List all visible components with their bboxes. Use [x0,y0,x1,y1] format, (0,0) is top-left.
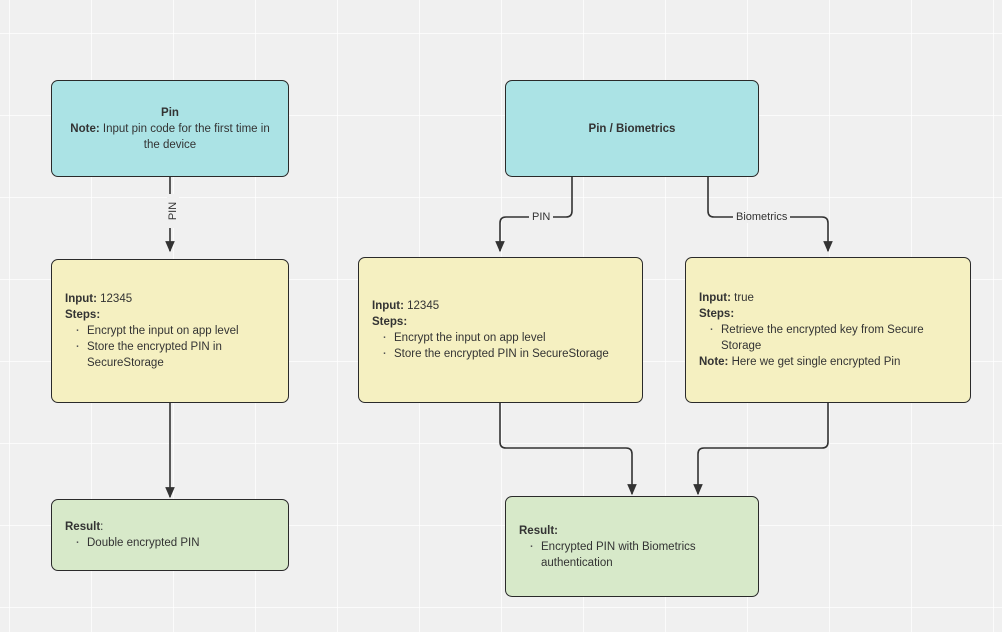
node-pin-start-title: Pin [161,106,179,119]
node-right-biometrics-process-steps: Retrieve the encrypted key from Secure S… [699,321,957,354]
node-pin-start-note-text: Input pin code for the first time in the… [102,122,270,151]
node-right-result[interactable]: Result: Encrypted PIN with Biometrics au… [505,496,759,597]
list-item: Encrypt the input on app level [75,322,275,339]
node-left-process-steps: Encrypt the input on app level Store the… [65,322,275,371]
list-item: Double encrypted PIN [75,534,275,551]
list-item: Store the encrypted PIN in SecureStorage [75,338,275,371]
list-item: Store the encrypted PIN in SecureStorage [382,345,629,362]
list-item: Retrieve the encrypted key from Secure S… [709,321,957,354]
node-right-pin-process-input-label: Input: [372,300,404,312]
node-right-biometrics-process-input-value: true [734,292,754,304]
node-right-biometrics-process[interactable]: Input: true Steps: Retrieve the encrypte… [685,257,971,403]
node-right-pin-process-steps-label: Steps: [372,316,408,328]
node-pin-start-note: Note: Input pin code for the first time … [70,123,269,151]
node-pin-biometrics-title: Pin / Biometrics [588,122,676,135]
node-left-result-items: Double encrypted PIN [65,534,275,551]
node-right-biometrics-process-input: Input: true [699,290,957,306]
node-left-result-colon: : [100,521,104,533]
node-right-biometrics-process-note: Note: Here we get single encrypted Pin [699,354,957,370]
node-right-result-label: Result: [519,524,558,537]
edge-pin-process-to-result [499,403,637,496]
node-right-pin-process-input-value: 12345 [407,300,440,312]
list-item: Encrypted PIN with Biometrics authentica… [529,538,745,571]
node-left-process-input-label: Input: [65,293,97,305]
node-pin-biometrics-content: Pin / Biometrics [506,121,758,137]
node-right-biometrics-process-note-label: Note: [699,356,729,368]
node-right-result-items: Encrypted PIN with Biometrics authentica… [519,538,745,571]
edge-biometrics-process-to-result [693,403,829,496]
node-left-process-input-value: 12345 [100,293,133,305]
node-left-process-steps-label: Steps: [65,309,101,321]
node-right-pin-process-input: Input: 12345 [372,298,629,314]
edge-label-right-biometrics: Biometrics [733,211,791,223]
node-right-pin-process-steps: Encrypt the input on app level Store the… [372,329,629,362]
node-left-result[interactable]: Result: Double encrypted PIN [51,499,289,571]
node-pin-start[interactable]: Pin Note: Input pin code for the first t… [51,80,289,177]
node-pin-start-note-label: Note: [70,122,100,135]
node-left-process-input: Input: 12345 [65,291,275,307]
node-right-biometrics-process-input-label: Input: [699,292,731,304]
node-left-result-heading: Result: [65,519,275,535]
list-item: Encrypt the input on app level [382,329,629,346]
node-pin-biometrics-start[interactable]: Pin / Biometrics [505,80,759,177]
node-right-biometrics-process-note-text: Here we get single encrypted Pin [731,356,901,368]
node-left-process[interactable]: Input: 12345 Steps: Encrypt the input on… [51,259,289,403]
node-right-pin-process[interactable]: Input: 12345 Steps: Encrypt the input on… [358,257,643,403]
edge-label-left-pin: PIN [167,194,179,228]
node-right-biometrics-process-steps-label: Steps: [699,308,735,320]
node-left-result-label: Result [65,521,101,533]
node-pin-start-content: Pin Note: Input pin code for the first t… [52,105,288,153]
edge-label-right-pin: PIN [529,211,554,223]
